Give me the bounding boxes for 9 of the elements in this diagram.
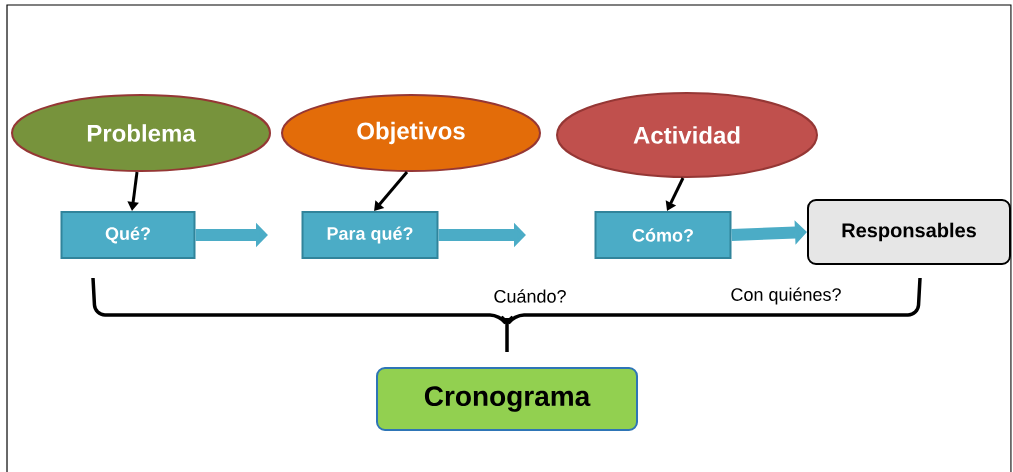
- arrow: [374, 171, 409, 211]
- process-box: Qué?: [60, 211, 196, 259]
- process-box: Para qué?: [301, 211, 439, 259]
- rounded-box: Cronograma: [376, 367, 638, 431]
- label: Con quiénes?: [731, 287, 841, 305]
- process-box: Cómo?: [594, 211, 732, 259]
- arrow: [665, 177, 685, 211]
- label: Cuándo?: [494, 289, 566, 303]
- rounded-box: Responsables: [807, 199, 1011, 265]
